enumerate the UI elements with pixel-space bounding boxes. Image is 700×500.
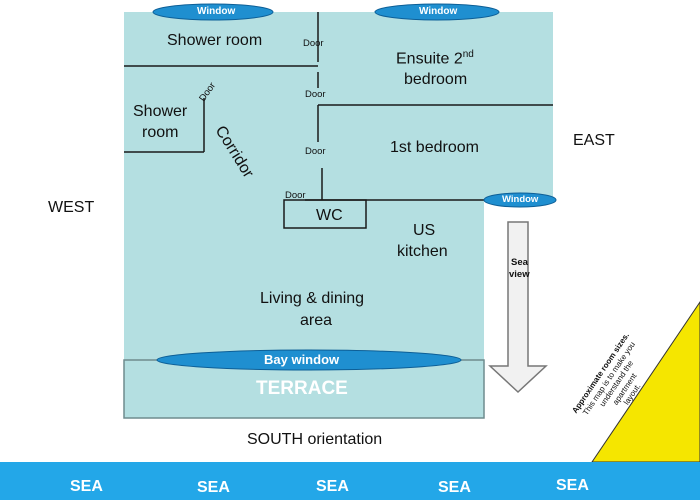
room-kitchen-line1: US bbox=[413, 222, 436, 239]
room-first-bedroom: 1st bedroom bbox=[390, 139, 479, 156]
room-terrace: TERRACE bbox=[256, 378, 348, 399]
sea-view-arrow bbox=[488, 221, 548, 394]
room-ensuite-line2: bedroom bbox=[404, 71, 468, 88]
sea-label-1: SEA bbox=[70, 478, 103, 495]
terrace-area bbox=[123, 359, 485, 419]
sea-view-line1: Sea bbox=[511, 257, 528, 268]
window-east bbox=[483, 192, 557, 208]
compass-south: SOUTH orientation bbox=[247, 431, 383, 448]
room-ensuite-line1: Ensuite 2nd bbox=[396, 49, 474, 68]
door-label-1: Door bbox=[303, 38, 324, 49]
door-label-3: Door bbox=[305, 146, 326, 157]
room-kitchen-line2: kitchen bbox=[397, 243, 448, 260]
window-top-left bbox=[152, 3, 274, 21]
sea-label-3: SEA bbox=[316, 478, 349, 495]
sea-view-line2: view bbox=[509, 269, 530, 280]
sea-band: SEA SEA SEA SEA SEA bbox=[0, 462, 700, 500]
room-shower-left-line2: room bbox=[142, 124, 179, 141]
room-living-line1: Living & dining bbox=[260, 290, 365, 307]
window-label-top-left: Window bbox=[197, 6, 236, 17]
window-label-top-right: Window bbox=[419, 6, 458, 17]
compass-east: EAST bbox=[573, 132, 615, 149]
room-shower-left-line1: Shower bbox=[133, 103, 188, 120]
room-living-line2: area bbox=[300, 312, 333, 329]
sea-label-5: SEA bbox=[556, 477, 589, 494]
sea-label-4: SEA bbox=[438, 479, 471, 496]
compass-west: WEST bbox=[48, 199, 95, 216]
room-shower-top: Shower room bbox=[167, 32, 263, 49]
door-label-4: Door bbox=[285, 190, 306, 201]
window-label-east: Window bbox=[502, 194, 539, 205]
note-text: Approximate room sizes. This map is to m… bbox=[570, 331, 642, 417]
bay-window bbox=[156, 349, 462, 371]
door-label-2: Door bbox=[305, 89, 326, 100]
window-label-bay: Bay window bbox=[264, 352, 340, 367]
room-wc: WC bbox=[316, 207, 343, 224]
window-top-right bbox=[374, 3, 500, 21]
apartment-floor bbox=[124, 12, 553, 418]
sea-label-2: SEA bbox=[197, 479, 230, 496]
